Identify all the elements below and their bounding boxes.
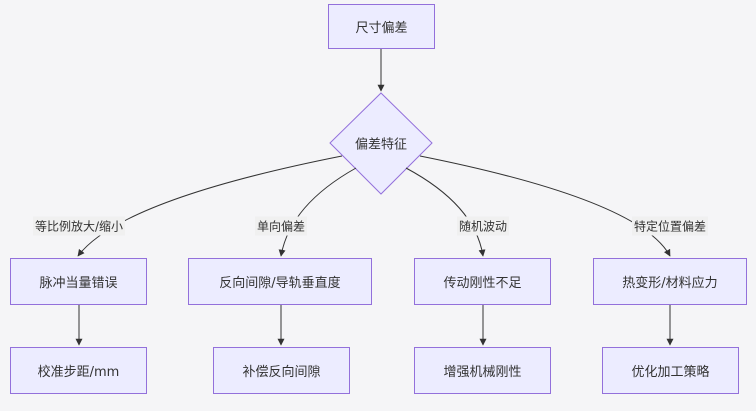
root-node: 尺寸偏差 [328, 4, 435, 49]
action-node-1: 校准步距/mm [10, 347, 147, 394]
action-node-2: 补偿反向间隙 [213, 347, 350, 394]
edge-label-2: 单向偏差 [254, 216, 308, 236]
cause-node-4-label: 热变形/材料应力 [622, 276, 718, 291]
action-node-3-label: 增强机械刚性 [443, 365, 522, 380]
cause-node-1-label: 脉冲当量错误 [39, 276, 118, 291]
cause-node-3-label: 传动刚性不足 [443, 276, 522, 291]
cause-node-1: 脉冲当量错误 [10, 258, 147, 305]
edge-label-4: 特定位置偏差 [631, 216, 709, 236]
edge-decision-to-branch-4 [419, 155, 671, 257]
action-node-3: 增强机械刚性 [414, 347, 551, 394]
edge-decision-to-branch-2 [278, 167, 357, 257]
edge-decision-to-branch-3 [405, 167, 486, 257]
decision-diamond [329, 92, 433, 195]
decision-node-label: 偏差特征 [354, 137, 408, 153]
edge-label-1: 等比例放大/缩小 [32, 216, 126, 236]
cause-node-2: 反向间隙/导轨垂直度 [188, 258, 372, 305]
action-node-4: 优化加工策略 [602, 347, 739, 394]
cause-node-4: 热变形/材料应力 [593, 258, 747, 305]
action-node-4-label: 优化加工策略 [631, 365, 710, 380]
action-node-2-label: 补偿反向间隙 [242, 365, 321, 380]
edge-decision-to-branch-1 [77, 155, 343, 257]
edge-label-3: 随机波动 [456, 216, 510, 236]
cause-node-2-label: 反向间隙/导轨垂直度 [219, 276, 341, 291]
action-node-1-label: 校准步距/mm [37, 365, 120, 380]
root-node-label: 尺寸偏差 [355, 21, 408, 36]
cause-node-3: 传动刚性不足 [414, 258, 551, 305]
